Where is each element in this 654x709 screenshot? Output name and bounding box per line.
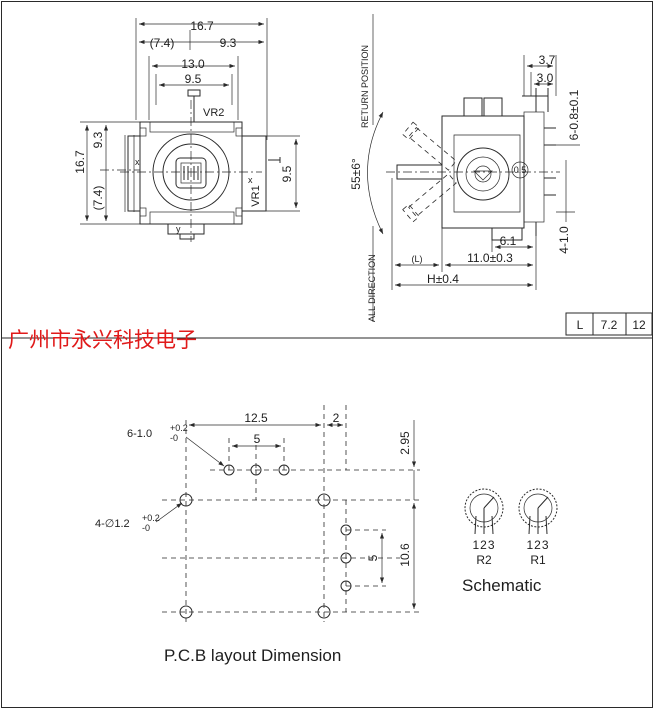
label-r2: R2: [476, 553, 492, 567]
schematic-caption: Schematic: [462, 576, 542, 595]
holes-large-tol-lower: -0: [142, 523, 150, 533]
label-return-position: RETURN POSITION: [360, 45, 370, 128]
table-value-1: 7.2: [601, 318, 618, 332]
table-label-l: L: [577, 318, 584, 332]
dim-3-0: 3.0: [537, 71, 554, 85]
axis-x-top: x: [135, 157, 140, 167]
dim-5-top: 5: [254, 432, 261, 446]
pcb-hole: [250, 464, 262, 476]
pcb-mount-hole: [179, 605, 193, 619]
holes-large-tol-upper: +0.2: [142, 513, 160, 523]
pcb-layout: 12.5 2 5 2.95 5 10.6 6-1.0 +0.2 -0 4-∅1.…: [95, 405, 420, 665]
label-r1: R1: [530, 553, 546, 567]
dim-right-height: 9.5: [280, 165, 294, 182]
dim-width-total: 16.7: [190, 19, 214, 33]
dim-pins: 6-0.8±0.1: [567, 89, 581, 140]
dim-pot-width: 9.5: [185, 72, 202, 86]
r1-pin-numbers: 123: [526, 538, 549, 552]
r2-pin-numbers: 123: [472, 538, 495, 552]
dim-h: H±0.4: [427, 272, 459, 286]
dim-height-upper: 9.3: [91, 131, 105, 148]
side-rotor: [456, 147, 510, 201]
pcb-hole: [340, 552, 352, 564]
body-mark: 0.5: [514, 165, 527, 175]
label-all-direction: ALL DIRECTION: [367, 254, 377, 322]
dim-10-6: 10.6: [398, 543, 412, 567]
table-value-2: 12: [632, 318, 646, 332]
dim-l: (L): [412, 254, 423, 264]
dim-height-lower: (7.4): [91, 186, 105, 211]
pcb-mount-hole: [179, 493, 193, 507]
pcb-hole: [223, 464, 235, 476]
pcb-mount-hole: [317, 493, 331, 507]
potentiometer-r1-symbol: [518, 488, 558, 535]
dim-2-95: 2.95: [398, 431, 412, 455]
top-view: 16.7 (7.4) 9.3 13.0 9.5 16.7 9.3 (7.4): [73, 18, 300, 242]
dim-inner-width: 13.0: [181, 57, 205, 71]
holes-small-tol-lower: -0: [170, 433, 178, 443]
pcb-caption: P.C.B layout Dimension: [164, 646, 341, 665]
dim-6-1: 6.1: [500, 234, 517, 248]
potentiometer-r2-symbol: [464, 488, 504, 535]
dim-width-left: (7.4): [150, 36, 175, 50]
watermark-text: 广州市永兴科技电子: [8, 328, 197, 352]
pcb-holes: [179, 464, 352, 619]
side-view: RETURN POSITION ALL DIRECTION 55±6°: [349, 14, 581, 322]
axis-x-bottom: x: [248, 175, 253, 185]
label-vr1: VR1: [250, 185, 262, 206]
dim-height-total: 16.7: [73, 150, 87, 174]
pcb-hole: [340, 524, 352, 536]
holes-small-tol-upper: +0.2: [170, 423, 188, 433]
dim-3-7: 3.7: [539, 53, 556, 67]
label-vr2: VR2: [203, 107, 224, 119]
dim-5-right: 5: [366, 554, 380, 561]
dim-angle: 55±6°: [349, 158, 363, 190]
dim-11: 11.0±0.3: [467, 251, 513, 265]
dim-2: 2: [333, 411, 340, 425]
axis-y: y: [176, 224, 181, 234]
schematic: 123 123 R2 R1 Schematic: [462, 488, 558, 595]
holes-small-label: 6-1.0: [127, 428, 152, 440]
holes-large-label: 4-∅1.2: [95, 518, 130, 530]
dim-4-1: 4-1.0: [557, 226, 571, 254]
pcb-mount-hole: [317, 605, 331, 619]
dim-12-5: 12.5: [244, 411, 268, 425]
length-table: L 7.2 12: [565, 312, 653, 336]
dim-width-right: 9.3: [220, 36, 237, 50]
pcb-hole: [340, 580, 352, 592]
pcb-hole: [278, 464, 290, 476]
